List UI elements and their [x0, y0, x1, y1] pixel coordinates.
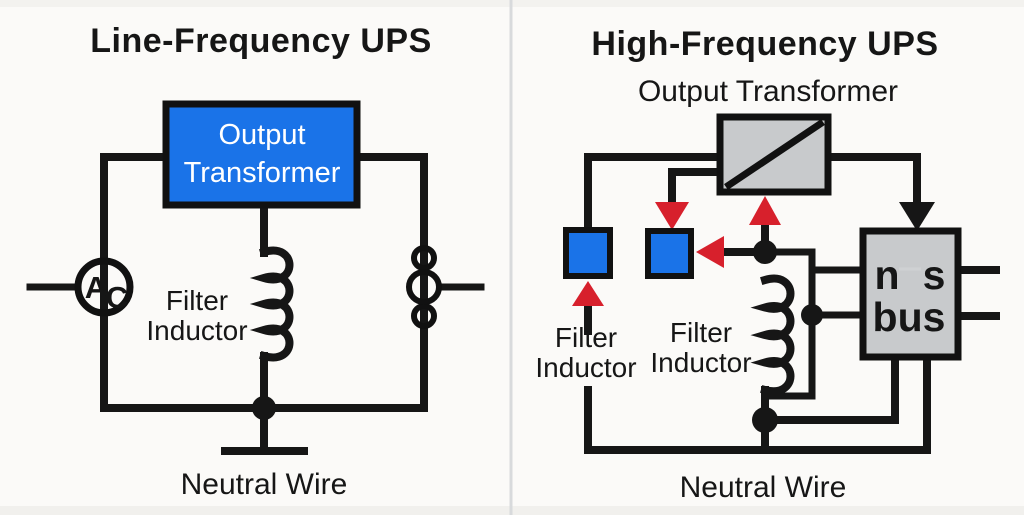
output-transformer-label-line1: Output — [218, 119, 305, 151]
filter-inductor-center-label-line1: Filter — [670, 317, 732, 348]
winding-circle-top — [411, 245, 437, 271]
output-transformer-box — [162, 100, 361, 209]
transformer-diagonal-line — [724, 119, 825, 190]
wire — [824, 153, 921, 208]
output-transformer-label-line2: Transformer — [184, 157, 341, 189]
filter-inductor-coil — [750, 274, 795, 396]
bus-label-s: s — [923, 252, 946, 298]
neutral-wire-label: Neutral Wire — [680, 471, 847, 504]
filter-inductor-center-label-line2: Inductor — [650, 347, 751, 378]
neutral-bus-wire — [584, 353, 931, 454]
wire — [353, 153, 428, 412]
feedback-wire-dark — [668, 168, 724, 206]
filter-inductor-coil — [249, 246, 294, 362]
red-arrow-down-icon — [655, 202, 689, 230]
winding-circle-bottom — [411, 303, 437, 329]
output-transformer-caption: Output Transformer — [638, 75, 898, 108]
red-arrow-up-icon — [749, 196, 781, 225]
filter-inductor-label-line2: Inductor — [146, 315, 247, 346]
junction-dot — [753, 240, 777, 264]
junction-dot — [801, 304, 823, 326]
bus-label-n: n — [874, 252, 899, 298]
bus-label-bus: bus — [873, 294, 946, 340]
filter-inductor-label-line1: Filter — [166, 285, 228, 316]
filter-inductor-left-label-line2: Inductor — [535, 352, 636, 383]
ns-bus-box — [859, 227, 962, 361]
left-panel-title: Line-Frequency UPS — [90, 22, 432, 60]
red-arrow-left-icon — [696, 236, 724, 268]
line-frequency-panel: Line-Frequency UPS Output Transformer A … — [26, 22, 485, 501]
filter-inductor-left-label-line1: Filter — [555, 322, 617, 353]
filter-square-center — [645, 228, 694, 279]
wire — [761, 353, 899, 424]
high-frequency-panel: High-Frequency UPS Output Transformer — [535, 25, 1000, 504]
neutral-wire-label: Neutral Wire — [181, 468, 348, 501]
wire — [584, 153, 724, 234]
transformer-winding-symbol — [406, 245, 442, 329]
ac-source-letter-a: A — [85, 270, 107, 305]
junction-dot — [752, 407, 778, 433]
red-arrow-up-icon — [572, 281, 604, 306]
filter-square-left — [563, 227, 613, 279]
right-panel-title: High-Frequency UPS — [591, 25, 938, 63]
ac-source-symbol — [74, 257, 134, 317]
ac-source-letter-c: C — [106, 280, 128, 315]
wire — [100, 153, 170, 412]
winding-circle-middle — [406, 269, 442, 305]
black-arrow-down-icon — [899, 202, 935, 231]
